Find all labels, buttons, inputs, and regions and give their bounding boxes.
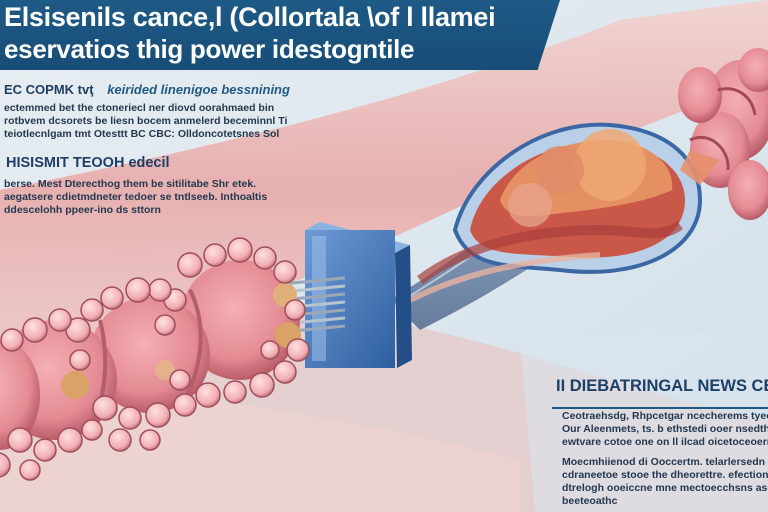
page-title: Elsisenils cance,l (Collortala \of l lla… [4,2,496,32]
right-paragraph-line: Ceotraehsdg, Rhpcetgar ncecherems tyecce… [562,410,768,422]
section-paragraph-line: aegatsere cdietmdneter tedoer se tntlsee… [4,191,268,203]
right-divider [552,407,768,409]
left-section-heading: HISISMIT TEOOH edecil [6,155,170,171]
page-subtitle: eservatios thig power idestogntile [4,34,415,64]
right-heading: II DIEBATRINGAL NEWS CE [556,377,768,395]
left-paragraph-line: ectemmed bet the ctoneriecl ner diovd oo… [4,102,275,114]
section-paragraph-line: berse. Mest Dterecthog them be sitilitab… [4,178,257,190]
section-paragraph-line: ddescelohh ppeer-ino ds sttorn [4,204,161,216]
right-paragraph-line: Our Aleenmets, ts. b ethstedi ooer nsedt… [562,423,768,435]
polyp-nodules [0,237,310,481]
left-paragraph-line: teiotlecnlgam tmt Otesttt BC CBC: Olldon… [4,128,280,140]
title-banner [0,0,560,70]
right-paragraph-line: cdraneetoe stooe the dheorettre. efectio… [562,469,768,481]
right-paragraph-line: ewtvare cotoe one on ll ilcad oicetoceoe… [562,436,768,448]
upper-colon [678,48,768,220]
left-sub-heading: EC COPMK tvţ keirided linenigoe bessnini… [4,82,290,97]
left-sub-heading-b: keirided linenigoe bessnining [107,82,290,97]
right-paragraph-line: beeteoathc [562,495,618,507]
capsule-chamber [408,122,703,303]
left-paragraph-line: rotbvem dcsorets be liesn bocem anmelerd… [4,115,288,127]
right-paragraph-line: Moecmhiienod di Ooccertm. telarlersedn [562,456,766,468]
right-paragraph-line: dtrelogh ooeiccne mne mectoecchsns asdhi… [562,482,768,494]
left-sub-heading-a: EC COPMK tvţ [4,82,94,97]
